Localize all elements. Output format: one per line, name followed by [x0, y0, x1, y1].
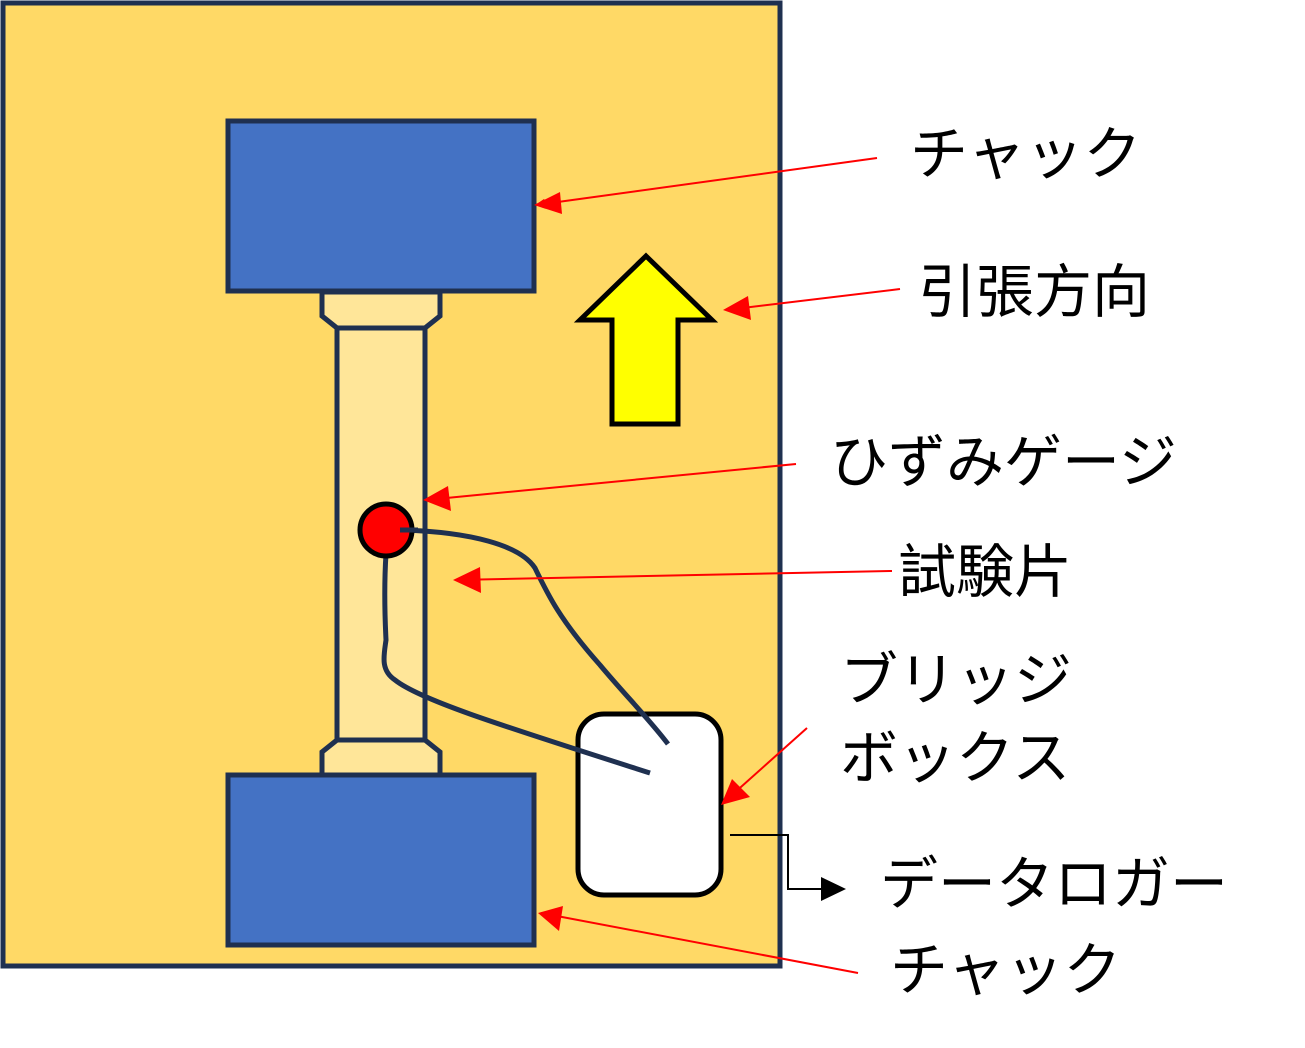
bridge-box	[575, 711, 724, 898]
data-logger-connector	[730, 834, 826, 890]
leader-strain-gauge	[425, 463, 797, 501]
leader-arrowhead-pull-direction	[723, 296, 751, 320]
leader-chuck-top	[535, 157, 878, 209]
leader-chuck-bottom	[540, 912, 859, 974]
label-chuck-top: チャック	[910, 120, 1141, 188]
leader-pull-direction	[725, 288, 901, 311]
leader-arrowhead-strain-gauge	[423, 486, 451, 511]
data-logger-arrow-icon	[821, 877, 846, 901]
leader-arrowhead-bridge-box	[721, 779, 750, 805]
leader-specimen	[455, 570, 893, 581]
label-data-logger: データロガー	[880, 850, 1228, 918]
gauge-wire-1	[401, 527, 670, 746]
gauge-wire-2	[381, 553, 651, 776]
leader-arrowhead-chuck-bottom	[538, 906, 563, 931]
pull-direction-arrow-icon	[573, 252, 719, 427]
label-bridge-box-line2: ボックス	[840, 724, 1070, 792]
chuck-bottom	[225, 772, 537, 948]
label-specimen: 試験片	[898, 538, 1072, 606]
label-bridge-box-line1: ブリッジ	[840, 646, 1072, 714]
label-chuck-bottom: チャック	[890, 936, 1121, 1004]
leader-arrowhead-chuck-top	[534, 192, 562, 214]
leader-arrowhead-specimen	[453, 567, 481, 593]
chuck-top	[225, 118, 537, 294]
label-strain-gauge: ひずみゲージ	[830, 428, 1177, 496]
label-pull-direction: 引張方向	[918, 258, 1150, 326]
